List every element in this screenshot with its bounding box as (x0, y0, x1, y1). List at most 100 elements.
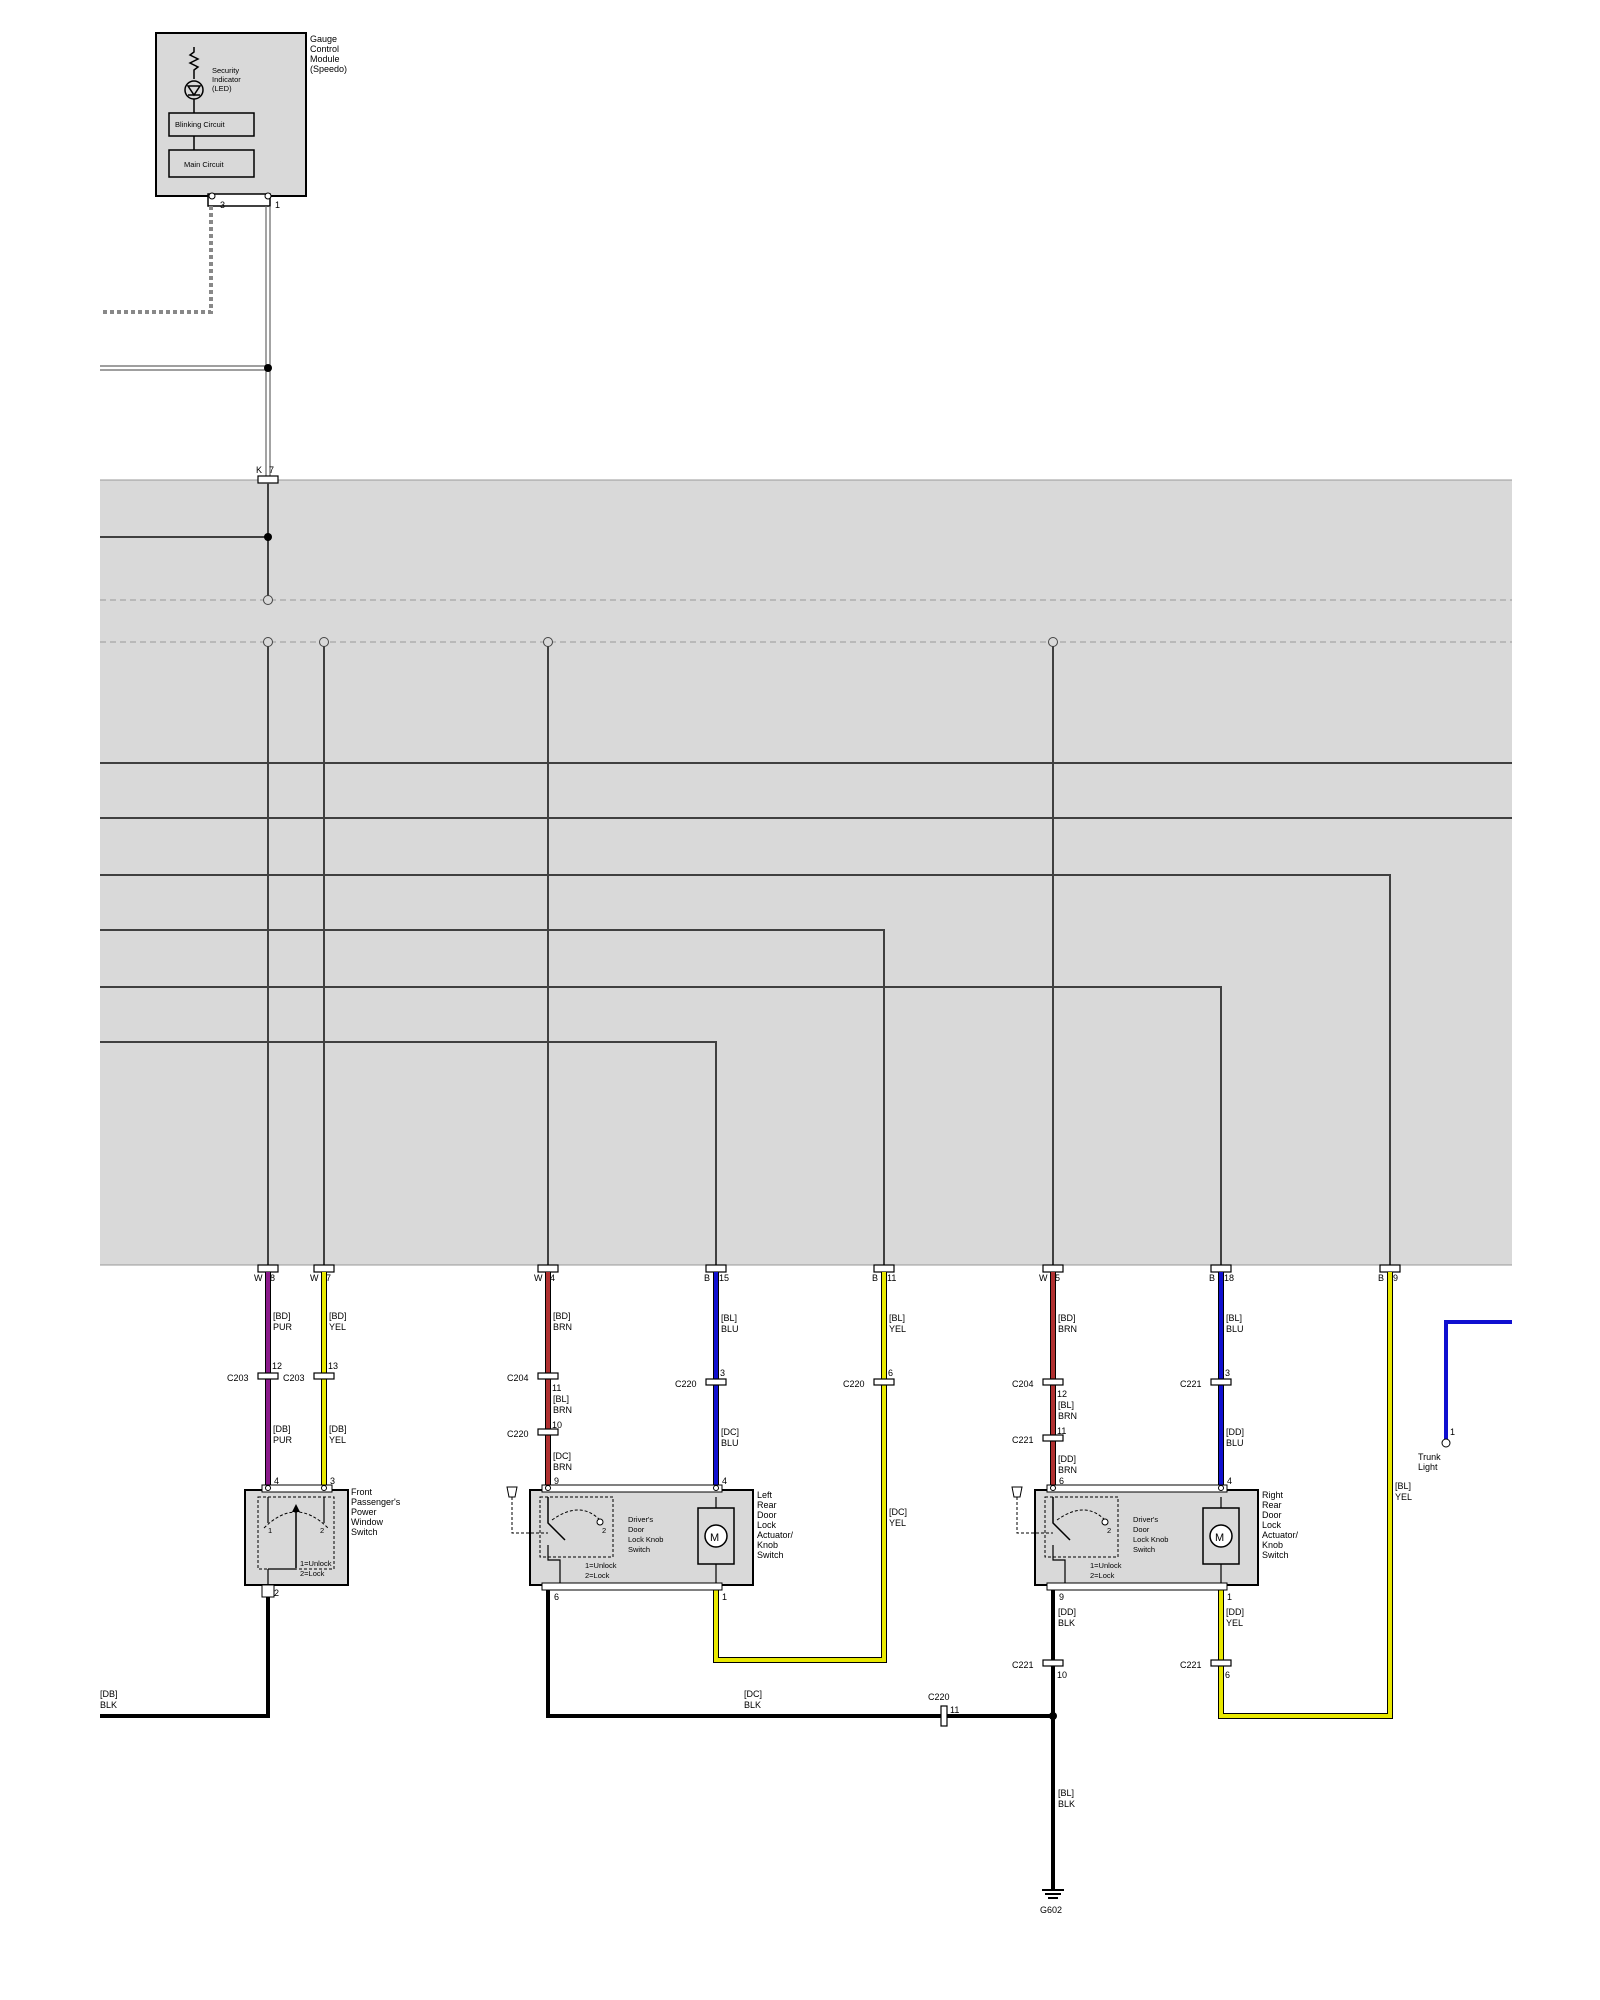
wl-12a: [BL] (1058, 1400, 1074, 1410)
gauge-pin1-wire (100, 206, 272, 478)
gauge-control-module: Security Indicator (LED) Blinking Circui… (155, 32, 307, 210)
ic-c204a-pin: 11 (552, 1383, 561, 1393)
ground-label: G602 (1040, 1905, 1062, 1915)
left-rear-door-lock-actuator: 2 Driver's Door Lock Knob Switch 1=Unloc… (506, 1476, 754, 1602)
control-unit-block (100, 480, 1512, 1265)
fp-pos-2: 2 (320, 1526, 324, 1535)
lr-name-4: Lock (757, 1520, 777, 1530)
wl-8b: YEL (329, 1435, 346, 1445)
lr-name-3: Door (757, 1510, 777, 1520)
wl-8a: [DB] (329, 1424, 347, 1434)
bc-b9-pin: 9 (1393, 1273, 1398, 1283)
led-label-2: Indicator (212, 75, 241, 84)
bc-b15-letter: B (704, 1273, 710, 1283)
wl-13b: BRN (1058, 1465, 1077, 1475)
connector-k7: K 7 (256, 465, 279, 484)
rr-name-6: Knob (1262, 1540, 1283, 1550)
wl-4a: [BL] (889, 1313, 905, 1323)
lr-name-5: Actuator/ (757, 1530, 794, 1540)
rr-name-5: Actuator/ (1262, 1530, 1299, 1540)
bc-b15-pin: 15 (719, 1273, 729, 1283)
gauge-name-4: (Speedo) (310, 64, 347, 74)
lr-sw-2: Door (628, 1525, 645, 1534)
fp-name-2: Passenger's (351, 1497, 401, 1507)
ic-c221d: C221 (1180, 1660, 1202, 1670)
lr-pin-6: 6 (554, 1592, 559, 1602)
wl-0b: PUR (273, 1322, 293, 1332)
bc-b11-letter: B (872, 1273, 878, 1283)
ic-c220b-pin: 3 (720, 1368, 725, 1378)
motor-icon (704, 1524, 728, 1548)
bc-b9-letter: B (1378, 1273, 1384, 1283)
wl-2a: [BD] (553, 1311, 571, 1321)
bc-w5-pin: 5 (1055, 1273, 1060, 1283)
ic-c220d-pin: 11 (950, 1705, 959, 1715)
bc-w8-letter: W (254, 1273, 263, 1283)
wl-19b: BLK (100, 1700, 117, 1710)
key-cylinder-icon (506, 1486, 518, 1498)
wl-1b: YEL (329, 1322, 346, 1332)
ic-c221b-pin: 3 (1225, 1368, 1230, 1378)
wl-16a: [BL] (1395, 1481, 1411, 1491)
ic-c220c-pin: 6 (888, 1368, 893, 1378)
ic-c204a: C204 (507, 1373, 529, 1383)
wl-1a: [BD] (329, 1311, 347, 1321)
bc-w5-letter: W (1039, 1273, 1048, 1283)
ic-c221c: C221 (1012, 1660, 1034, 1670)
rr-sw-1: Driver's (1133, 1515, 1158, 1524)
ic-c220a-pin: 10 (552, 1420, 562, 1430)
ic-c203b-pin: 13 (328, 1361, 338, 1371)
wl-19a: [DB] (100, 1689, 118, 1699)
dotted-wire (100, 206, 213, 314)
lr-name-6: Knob (757, 1540, 778, 1550)
fp-pin-3: 3 (330, 1476, 335, 1486)
rr-name-7: Switch (1262, 1550, 1289, 1560)
fp-name-1: Front (351, 1487, 373, 1497)
lr-motor-m: M (710, 1532, 719, 1544)
lr-legend-1: 1=Unlock (585, 1561, 617, 1570)
lr-name-7: Switch (757, 1550, 784, 1560)
rr-sw-2: Door (1133, 1525, 1150, 1534)
bc-w7-pin: 7 (326, 1273, 331, 1283)
blinking-circuit-box (168, 112, 255, 137)
fp-pin-4: 4 (274, 1476, 279, 1486)
lr-pin-9: 9 (554, 1476, 559, 1486)
resistor-icon (188, 47, 200, 79)
wl-14b: BLU (1226, 1438, 1244, 1448)
wl-9a: [BL] (553, 1394, 569, 1404)
wl-0a: [BD] (273, 1311, 291, 1321)
inline-connectors (257, 1372, 1232, 1727)
ic-c204b-pin: 12 (1057, 1389, 1067, 1399)
lr-sw-3: Lock Knob (628, 1535, 663, 1544)
fp-legend-1: 1=Unlock (300, 1559, 332, 1568)
ic-c221c-pin: 10 (1057, 1670, 1067, 1680)
led-label-1: Security (212, 66, 239, 75)
bc-b18-pin: 18 (1224, 1273, 1234, 1283)
wl-5b: BRN (1058, 1324, 1077, 1334)
wl-5a: [BD] (1058, 1313, 1076, 1323)
gauge-name-2: Control (310, 44, 339, 54)
rr-pin-4: 4 (1227, 1476, 1232, 1486)
ic-c204b: C204 (1012, 1379, 1034, 1389)
fp-pos-1: 1 (268, 1526, 272, 1535)
bc-b11-pin: 11 (887, 1273, 896, 1283)
wl-16b: YEL (1395, 1492, 1412, 1502)
rr-name-4: Lock (1262, 1520, 1282, 1530)
gauge-name-1: Gauge (310, 34, 337, 44)
wl-18b: YEL (1226, 1618, 1243, 1628)
gauge-pin-3: 3 (220, 200, 225, 210)
rr-pin-1: 1 (1227, 1592, 1232, 1602)
ic-c203a-pin: 12 (272, 1361, 282, 1371)
wl-13a: [DD] (1058, 1454, 1076, 1464)
rr-pin-9: 9 (1059, 1592, 1064, 1602)
bc-w4-pin: 4 (550, 1273, 555, 1283)
lr-sw-4: Switch (628, 1545, 650, 1554)
wire-labels: [BD] PUR [BD] YEL [BD] BRN [BL] BLU [BL]… (100, 1311, 1412, 1809)
ic-c221b: C221 (1180, 1379, 1202, 1389)
ic-c220a: C220 (507, 1429, 529, 1439)
fp-name-5: Switch (351, 1527, 378, 1537)
wl-15b: YEL (889, 1518, 906, 1528)
rr-legend-1: 1=Unlock (1090, 1561, 1122, 1570)
trunk-light-name-1: Trunk (1418, 1452, 1441, 1462)
